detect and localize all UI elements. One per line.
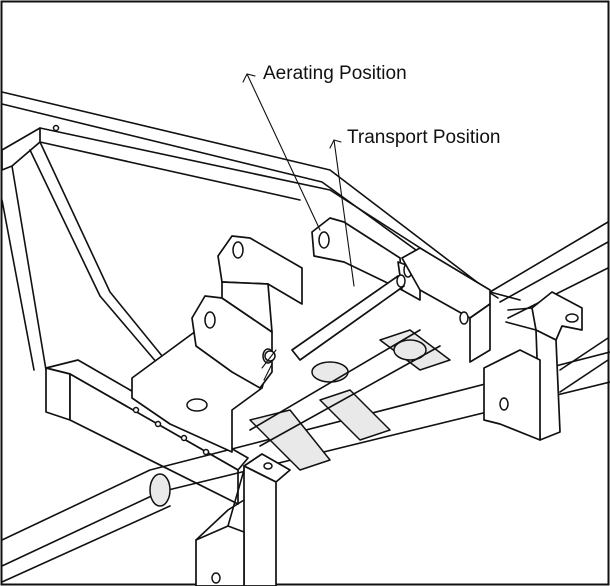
pin-rod [261,274,406,381]
rear-clevis-plate [217,235,303,333]
right-channel-bracket [401,247,491,363]
position-bracket [311,217,421,301]
right-tube [489,221,609,393]
label-transport-position: Transport Position [347,127,501,148]
front-cross-member [45,359,249,505]
label-aerating-position: Aerating Position [263,63,407,84]
right-corner-bracket [483,291,583,441]
roller-assembly [249,329,451,471]
front-corner-bracket [195,453,291,586]
lower-tube [1,351,610,583]
leader-lines [242,73,355,287]
left-frame-wall [1,127,181,385]
